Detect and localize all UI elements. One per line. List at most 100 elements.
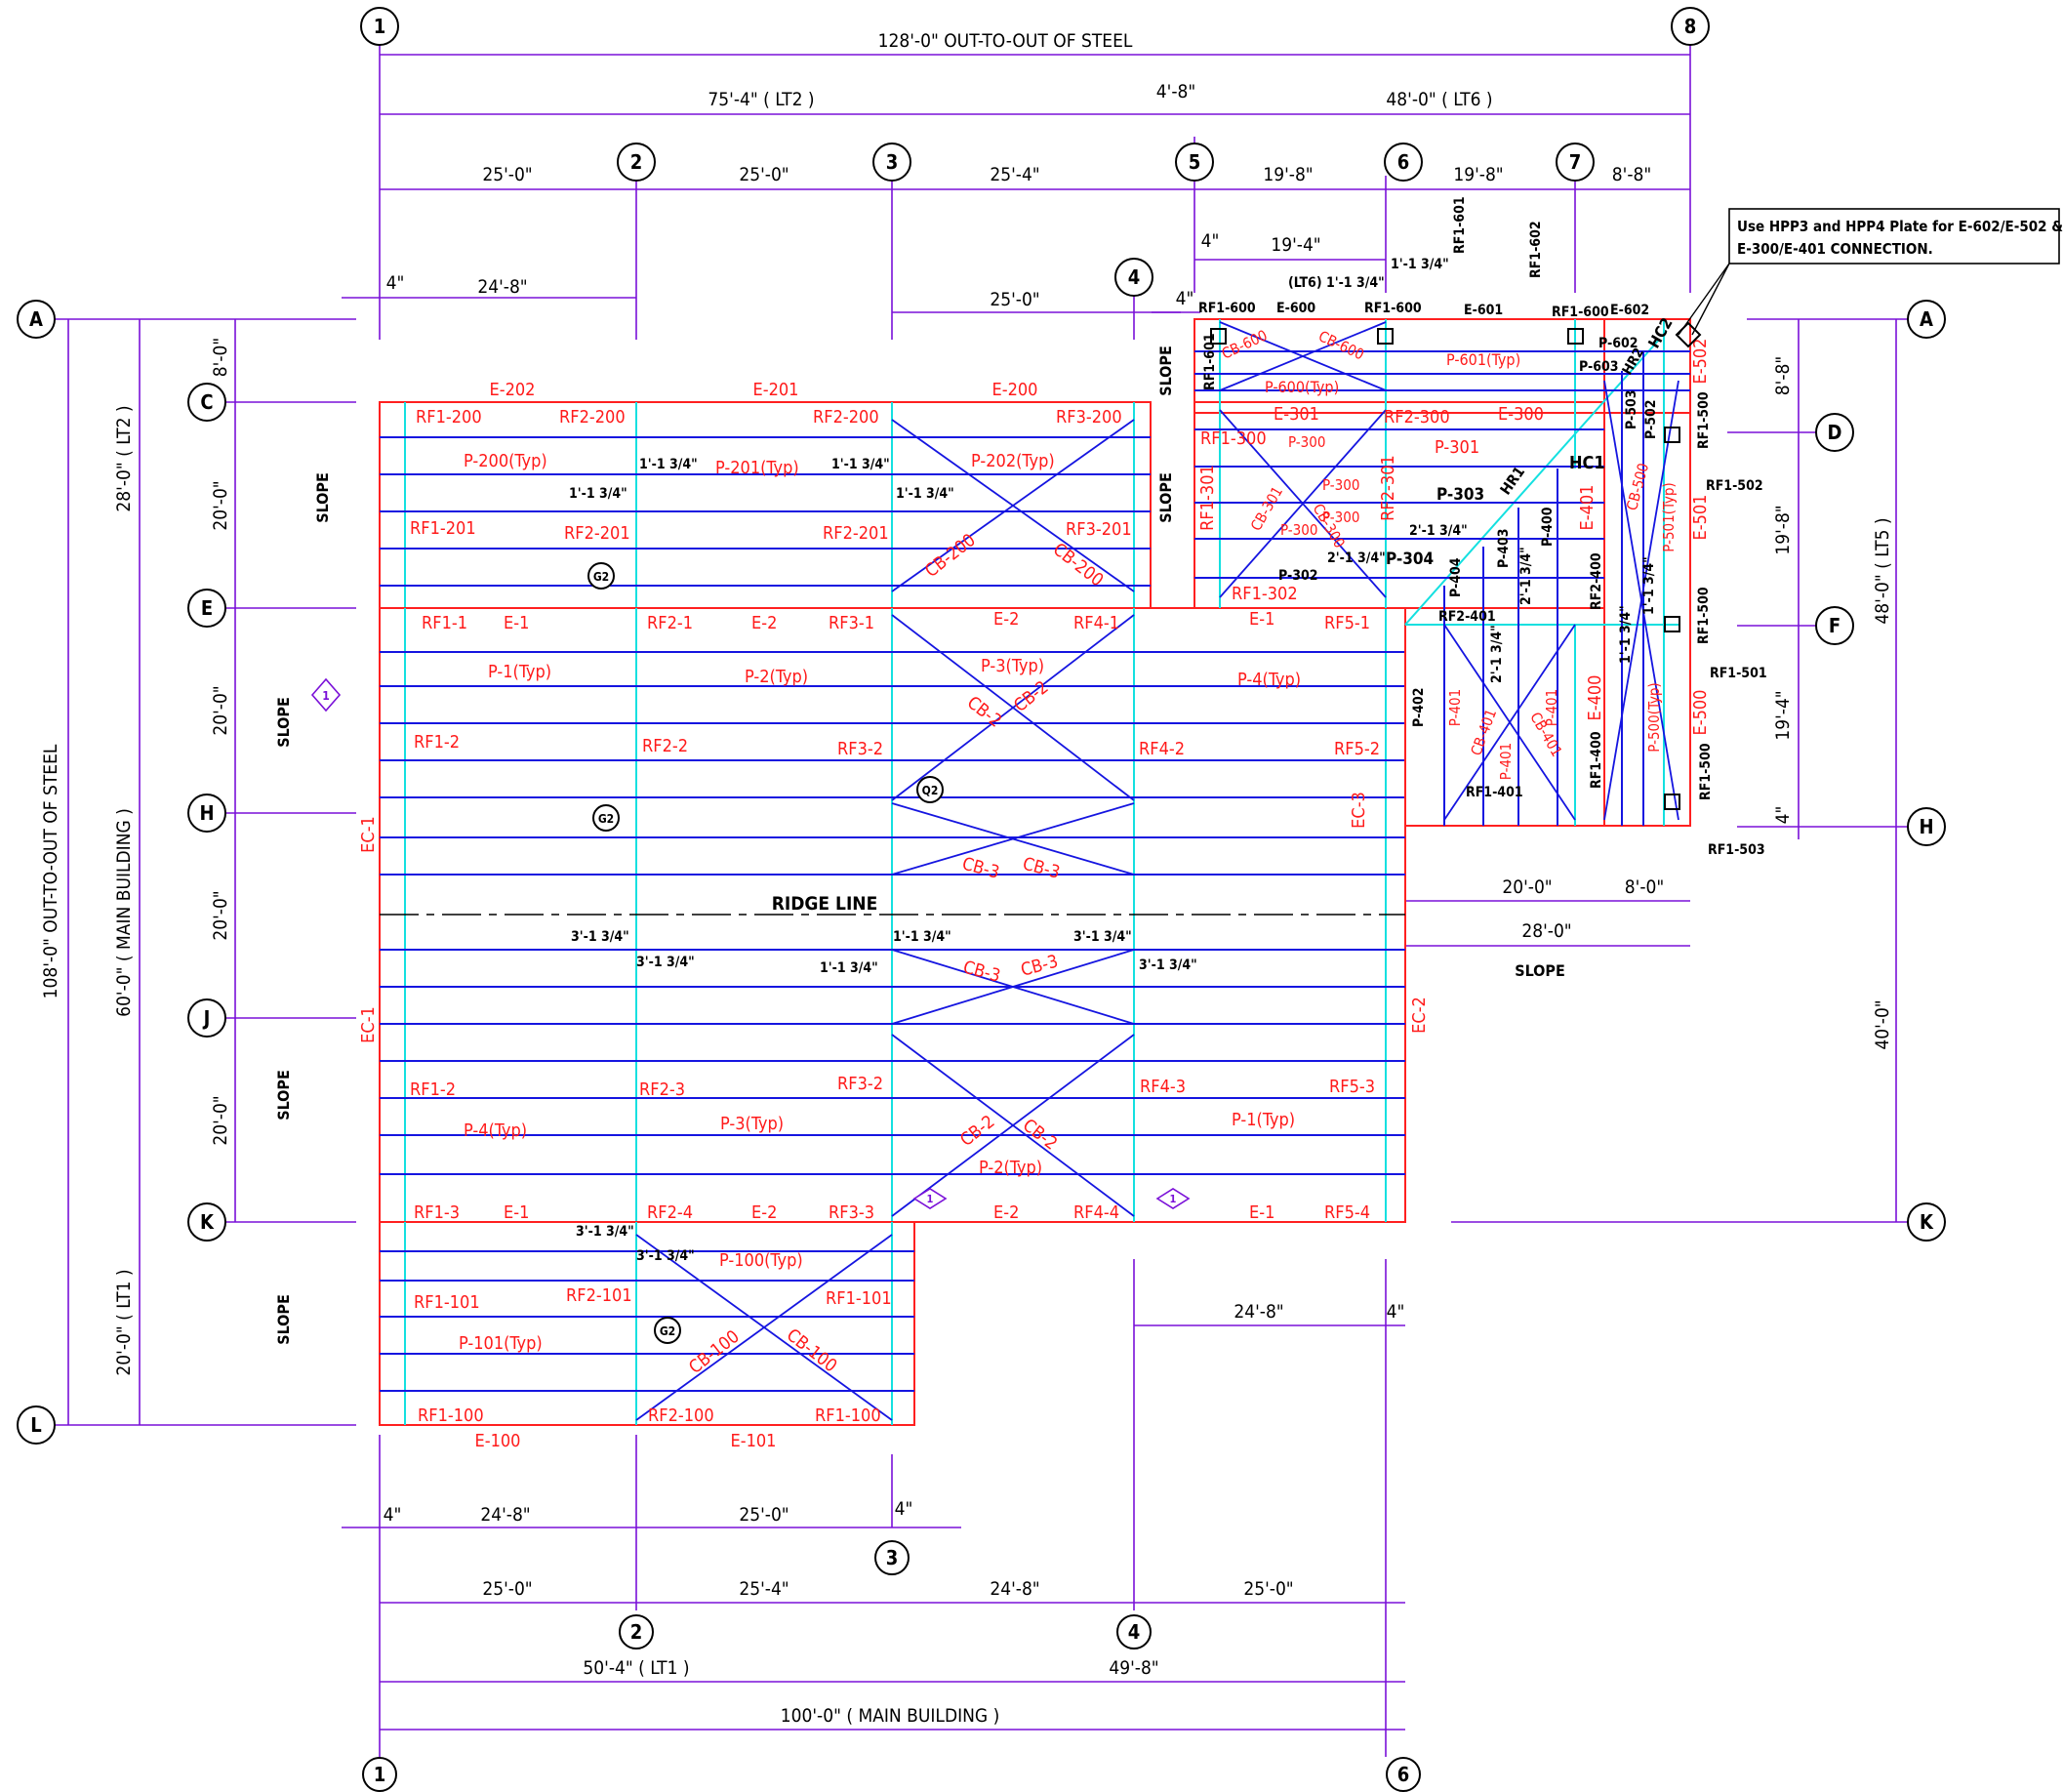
member-labels-black: RF1-600 E-600 RF1-600 E-601 RF1-600 E-60… (310, 196, 1767, 1344)
svg-text:7: 7 (1569, 150, 1582, 174)
svg-text:25'-4": 25'-4" (739, 1578, 789, 1600)
svg-text:CB-100: CB-100 (685, 1326, 744, 1378)
svg-text:RF1-500: RF1-500 (1696, 587, 1712, 644)
g2-tag: G2 (592, 804, 620, 832)
grid-bubble-left-L: L (17, 1405, 56, 1445)
svg-text:E-500: E-500 (1690, 690, 1711, 736)
svg-text:RF1-602: RF1-602 (1528, 221, 1544, 278)
svg-text:RF2-4: RF2-4 (647, 1202, 693, 1223)
svg-text:8'-8": 8'-8" (1612, 164, 1651, 185)
svg-text:P-2(Typ): P-2(Typ) (979, 1158, 1042, 1178)
svg-text:RF2-400: RF2-400 (1589, 552, 1604, 610)
connection-note: Use HPP3 and HPP4 Plate for E-602/E-502 … (1678, 208, 2063, 336)
svg-text:RF3-2: RF3-2 (837, 739, 883, 759)
svg-text:E-301: E-301 (1274, 404, 1319, 425)
svg-text:H: H (1919, 815, 1933, 838)
svg-text:E: E (201, 596, 213, 620)
svg-text:2'-1 3/4": 2'-1 3/4" (1409, 523, 1468, 539)
svg-text:RF1-502: RF1-502 (1706, 478, 1763, 494)
svg-text:G2: G2 (660, 1324, 675, 1338)
svg-text:RF1-503: RF1-503 (1708, 842, 1765, 858)
svg-text:6: 6 (1397, 1763, 1410, 1786)
dimension-text-bottom: 4" 24'-8" 25'-0" 4" 25'-0" 25'-4" 24'-8"… (384, 1301, 1405, 1727)
svg-text:RF5-4: RF5-4 (1324, 1202, 1370, 1223)
svg-text:RF2-300: RF2-300 (1384, 407, 1450, 428)
svg-text:P-300: P-300 (1280, 521, 1317, 539)
svg-text:4: 4 (1128, 265, 1141, 289)
svg-text:P-301: P-301 (1435, 437, 1479, 458)
grid-bubbles: 1 2 3 4 5 6 7 8 1 2 3 4 6 A C E H J K L … (17, 7, 1946, 1792)
svg-text:19'-8": 19'-8" (1263, 164, 1313, 185)
svg-text:6: 6 (1397, 150, 1410, 174)
svg-text:RF3-200: RF3-200 (1056, 407, 1122, 428)
svg-text:25'-0": 25'-0" (739, 1504, 789, 1526)
svg-text:G2: G2 (598, 812, 614, 826)
grid-bubble-top-1: 1 (360, 7, 399, 46)
svg-text:RF2-3: RF2-3 (639, 1079, 685, 1100)
svg-text:4": 4" (386, 272, 405, 294)
svg-text:P-503: P-503 (1624, 389, 1639, 429)
svg-text:2'-1 3/4": 2'-1 3/4" (1518, 547, 1534, 605)
svg-text:RF4-2: RF4-2 (1139, 739, 1185, 759)
grid-bubble-bottom-1: 1 (362, 1757, 397, 1792)
svg-text:RF4-1: RF4-1 (1073, 613, 1119, 633)
q2-tag: Q2 (916, 776, 944, 803)
svg-text:P-500(Typ): P-500(Typ) (1645, 682, 1663, 752)
svg-text:3'-1 3/4": 3'-1 3/4" (571, 929, 629, 945)
revision-tag: 1 (1155, 1188, 1191, 1209)
svg-text:P-4(Typ): P-4(Typ) (1237, 670, 1301, 690)
dimension-text-right: 48'-0" ( LT5 ) 8'-8" 19'-8" 19'-4" 4" 40… (1502, 356, 1893, 1050)
slope-label: SLOPE (274, 1294, 293, 1345)
svg-text:Q2: Q2 (922, 784, 939, 797)
svg-text:RF2-401: RF2-401 (1438, 609, 1496, 625)
svg-text:RF1-3: RF1-3 (414, 1202, 460, 1223)
svg-text:1'-1 3/4": 1'-1 3/4" (893, 929, 951, 945)
svg-text:P-201(Typ): P-201(Typ) (715, 458, 799, 478)
svg-text:RF1-100: RF1-100 (815, 1405, 881, 1426)
grid-bubble-bottom-3: 3 (874, 1540, 910, 1575)
svg-text:20'-0": 20'-0" (1502, 876, 1552, 898)
svg-text:2'-1 3/4": 2'-1 3/4" (1489, 625, 1505, 683)
svg-text:E-2: E-2 (993, 1202, 1019, 1223)
svg-text:RF2-200: RF2-200 (813, 407, 879, 428)
svg-text:RF1-302: RF1-302 (1232, 584, 1298, 604)
svg-text:RF3-1: RF3-1 (829, 613, 874, 633)
svg-text:1'-1 3/4": 1'-1 3/4" (639, 457, 698, 472)
svg-text:RF2-301: RF2-301 (1378, 455, 1398, 521)
svg-text:RF1-301: RF1-301 (1197, 465, 1218, 531)
grid-bubble-top-5: 5 (1175, 143, 1214, 182)
svg-text:CB-2: CB-2 (963, 692, 1005, 731)
svg-text:8'-0": 8'-0" (210, 338, 231, 377)
svg-text:CB-200: CB-200 (1049, 539, 1108, 591)
svg-text:RF1-101: RF1-101 (414, 1292, 480, 1313)
svg-text:D: D (1828, 421, 1842, 444)
svg-text:19'-8": 19'-8" (1772, 505, 1794, 554)
svg-text:20'-0" ( LT1 ): 20'-0" ( LT1 ) (113, 1269, 135, 1375)
svg-text:4'-8": 4'-8" (1156, 81, 1195, 102)
svg-text:P-400: P-400 (1540, 507, 1556, 547)
svg-text:P-1(Typ): P-1(Typ) (1232, 1110, 1295, 1130)
svg-text:K: K (200, 1210, 215, 1234)
svg-text:24'-8": 24'-8" (480, 1504, 530, 1526)
svg-text:RF3-201: RF3-201 (1066, 519, 1132, 540)
grid-bubble-bottom-4: 4 (1116, 1614, 1152, 1649)
grid-bubble-right-K: K (1907, 1202, 1946, 1242)
svg-text:1: 1 (1170, 1193, 1177, 1205)
svg-text:E-202: E-202 (490, 380, 536, 400)
svg-text:25'-0": 25'-0" (482, 164, 532, 185)
slope-label: SLOPE (274, 697, 293, 748)
svg-text:P-603: P-603 (1579, 359, 1619, 375)
svg-text:19'-4": 19'-4" (1772, 690, 1794, 740)
svg-text:RF1-500: RF1-500 (1698, 743, 1714, 800)
svg-text:RF1-500: RF1-500 (1696, 391, 1712, 449)
svg-text:RF4-3: RF4-3 (1140, 1077, 1186, 1097)
svg-text:3'-1 3/4": 3'-1 3/4" (636, 955, 695, 970)
dimension-text-top: 128'-0" OUT-TO-OUT OF STEEL 75'-4" ( LT2… (386, 30, 1652, 310)
svg-text:4": 4" (384, 1504, 402, 1526)
svg-text:E-2: E-2 (751, 613, 777, 633)
svg-text:4": 4" (895, 1498, 913, 1520)
svg-text:RF3-3: RF3-3 (829, 1202, 874, 1223)
grid-bubble-top-6: 6 (1384, 143, 1423, 182)
ridge-and-slopes: RIDGE LINE SLOPE SLOPE SLOPE SLOPE SLOPE… (274, 346, 1565, 1345)
svg-text:P-2(Typ): P-2(Typ) (745, 667, 808, 687)
